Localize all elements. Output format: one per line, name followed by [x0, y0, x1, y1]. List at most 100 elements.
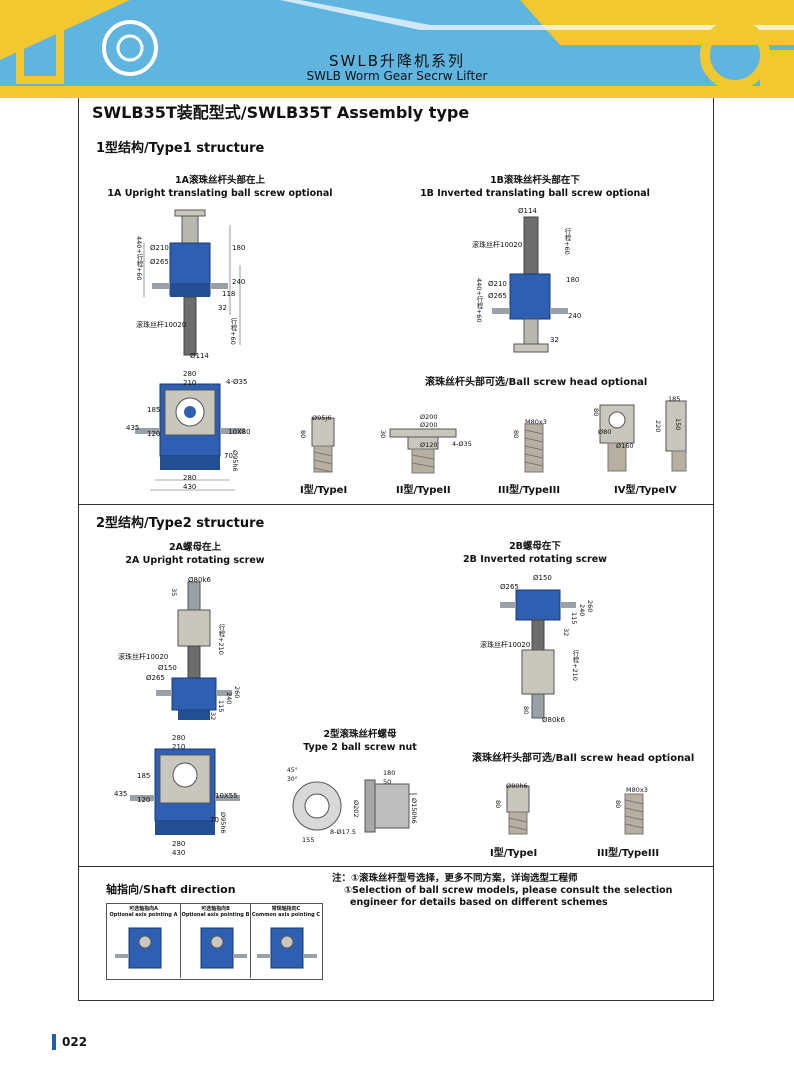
head4-dim-s: 80 [592, 408, 600, 417]
head2-3-dim-m: M80x3 [626, 786, 648, 794]
dim-d265-2b: Ø265 [500, 583, 519, 591]
nut-dim-202: Ø202 [352, 800, 360, 818]
shaft-c-cn: 常规轴指向C [271, 906, 301, 912]
nut-dim-150: Ø150h6 [410, 798, 418, 824]
dim-h185-2: 185 [137, 772, 151, 780]
dim-h435-2: 435 [114, 790, 128, 798]
dim-v180-1b: 180 [566, 276, 580, 284]
shaft-direction-heading: 轴指向/Shaft direction [106, 883, 236, 896]
dim-h120-2: 120 [137, 796, 151, 804]
lifter-1b-drawing [492, 216, 568, 353]
shaft-divider [180, 903, 181, 978]
dim-w280-2b: 280 [172, 840, 186, 848]
dim-v240-2b: 240 [578, 604, 586, 617]
head3-dim-h: 80 [512, 430, 520, 439]
page-title: SWLB35T装配型式/SWLB35T Assembly type [92, 103, 470, 122]
head2-dim-d1: Ø200 [420, 413, 438, 421]
shaft-a-cn: 可选轴指向A [129, 906, 158, 912]
dim-d210: Ø210 [150, 244, 169, 252]
dim-screw-2b: 滚珠丝杆10020 [480, 641, 531, 649]
dim-w210: 210 [183, 379, 197, 387]
dim-v240: 240 [232, 278, 246, 286]
head-type-label: II型/TypeII [396, 485, 451, 496]
dim-stroke: 440+行程+60 [135, 236, 143, 281]
head-type3-drawing [524, 423, 544, 473]
note-cn: 注：①滚珠丝杆型号选择，更多不同方案，详询选型工程师 [332, 873, 578, 884]
note-en-1: ①Selection of ball screw models, please … [344, 885, 673, 896]
dim-d265-1b: Ø265 [488, 292, 507, 300]
dim-d95: Ø95h6 [231, 450, 239, 472]
shaft-a-drawing [115, 927, 162, 969]
dim-key: 10X80 [228, 428, 251, 436]
head2-dim-holes: 4-Ø35 [452, 440, 472, 448]
head-type4-drawing [599, 400, 687, 472]
dim-d114: Ø114 [190, 352, 209, 360]
head-type-label: III型/TypeIII [597, 848, 660, 859]
section-divider [78, 504, 714, 505]
dim-v260-2b: 260 [586, 600, 594, 613]
type1-head-optional-label: 滚珠丝杆头部可选/Ball screw head optional [425, 377, 648, 388]
nut-dim-180: 180 [383, 769, 396, 777]
lifter-2b-drawing [500, 589, 576, 719]
shaft-a-en: Optional axis pointing A [109, 912, 178, 918]
page-number: 022 [52, 1034, 87, 1050]
type1b-label-en: 1B Inverted translating ball screw optio… [420, 188, 650, 199]
dim-d210-1b: Ø210 [488, 280, 507, 288]
type1b-label-cn: 1B滚珠丝杆头部在下 [490, 175, 580, 186]
dim-v118: 118 [222, 290, 236, 298]
head2-dim-d2: Ø200 [420, 421, 438, 429]
dim-v240-1b: 240 [568, 312, 582, 320]
dim-w280-2: 280 [172, 734, 186, 742]
header-title-en: SWLB Worm Gear Secrw Lifter [306, 69, 488, 83]
dim-v115-2b: 115 [570, 612, 578, 625]
dim-screw: 滚珠丝杆10020 [136, 321, 187, 329]
type1a-label-en: 1A Upright translating ball screw option… [107, 188, 333, 199]
dim-d150: Ø150 [158, 664, 177, 672]
dim-v32: 32 [218, 304, 227, 312]
type1a-label-cn: 1A滚珠丝杆头部在上 [175, 175, 265, 186]
dim-h435: 435 [126, 424, 140, 432]
type2a-label-en: 2A Upright rotating screw [125, 555, 265, 566]
head2-dim-h: 30 [379, 430, 387, 439]
head4-dim-d: Ø80 [598, 428, 612, 436]
dim-d80k6: Ø80k6 [188, 576, 211, 584]
head2-1-dim-d: Ø80h6 [506, 782, 528, 790]
dim-v32-2b: 32 [562, 628, 570, 637]
shaft-b-drawing [200, 927, 247, 969]
dim-d95-2: Ø95h6 [219, 812, 227, 834]
lifter-1a-drawing [143, 209, 241, 356]
dim-v180: 180 [232, 244, 246, 252]
head4-dim-h: 220 [654, 420, 662, 433]
dim-v115: 115 [217, 700, 225, 713]
dim-v80-2b: 80 [522, 706, 530, 715]
dim-w280: 280 [183, 370, 197, 378]
dim-travel-1b: 行程+60 [563, 228, 571, 255]
shaft-divider [250, 903, 251, 978]
type2-top-view [130, 748, 240, 835]
dim-d265: Ø265 [150, 258, 169, 266]
nut-dim-b: 30° [287, 776, 298, 783]
dim-h185: 185 [147, 406, 161, 414]
nut-dim-155: 155 [302, 836, 315, 844]
shaft-b-cn: 可选轴指向B [201, 906, 230, 912]
dim-screw-2a: 滚珠丝杆10020 [118, 653, 169, 661]
head4-dim-d2: Ø160 [616, 442, 634, 450]
page-header [0, 0, 794, 98]
shaft-direction-panel-group [106, 903, 323, 980]
dim-d114-1b: Ø114 [518, 207, 537, 215]
head-type-label: IV型/TypeIV [614, 485, 677, 496]
dim-stroke-2a: 行程+210 [217, 624, 225, 655]
section-divider [78, 866, 714, 867]
head2-3-dim-h: 80 [614, 800, 622, 809]
type2b-label-cn: 2B螺母在下 [509, 541, 561, 552]
head4-dim-h2: 150 [674, 418, 682, 431]
header-gear-graphic [0, 0, 794, 98]
shaft-b-en: Optional axis pointing B [181, 912, 250, 918]
header-title-cn: SWLB升降机系列 [328, 52, 465, 70]
shaft-c-drawing [257, 927, 317, 969]
dim-v260: 260 [233, 686, 241, 699]
head2-type1-drawing [506, 785, 530, 835]
head-type-label: I型/TypeI [300, 485, 348, 496]
dim-screw-1b: 滚珠丝杆10020 [472, 241, 523, 249]
dim-travel: 行程+60 [229, 318, 237, 345]
